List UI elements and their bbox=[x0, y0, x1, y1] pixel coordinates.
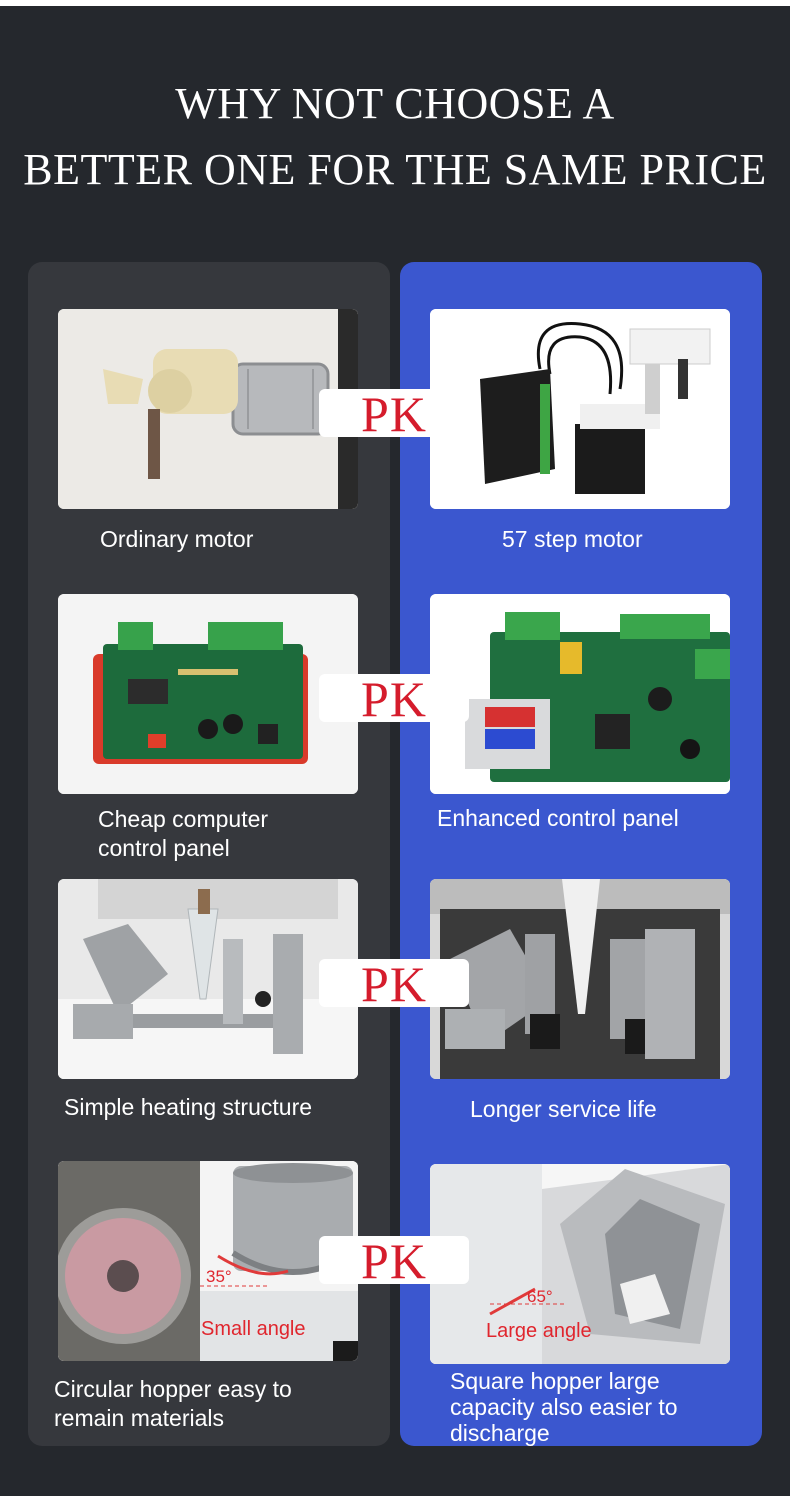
small-angle-label: Small angle bbox=[201, 1318, 306, 1340]
circular-hopper-photo bbox=[58, 1161, 358, 1361]
simple-heating-photo bbox=[58, 879, 358, 1079]
step-motor-photo bbox=[430, 309, 730, 509]
page-background: WHY NOT CHOOSE A BETTER ONE FOR THE SAME… bbox=[0, 6, 790, 1496]
pk-badge-1: PK bbox=[319, 389, 469, 439]
longer-service-caption: Longer service life bbox=[470, 1096, 657, 1122]
large-angle-label: Large angle bbox=[486, 1320, 592, 1342]
enhanced-control-caption: Enhanced control panel bbox=[437, 805, 679, 831]
square-hopper-photo bbox=[430, 1164, 730, 1364]
pk-badge-3: PK bbox=[319, 959, 469, 1009]
simple-heating-caption: Simple heating structure bbox=[64, 1094, 313, 1120]
step-motor-caption: 57 step motor bbox=[502, 526, 643, 552]
large-angle-degree: 65° bbox=[527, 1287, 553, 1306]
enhanced-control-board-photo bbox=[430, 594, 730, 794]
ordinary-motor-caption: Ordinary motor bbox=[100, 526, 254, 552]
pk-badge-4: PK bbox=[319, 1236, 469, 1286]
square-hopper-caption-line-2: capacity also easier to bbox=[450, 1394, 678, 1420]
cheap-control-board-photo bbox=[58, 594, 358, 794]
headline-line-1: WHY NOT CHOOSE A bbox=[175, 79, 615, 128]
cheap-control-caption-line-1: Cheap computer bbox=[98, 806, 269, 832]
cheap-control-caption-line-2: control panel bbox=[98, 835, 230, 861]
circular-hopper-caption-line-2: remain materials bbox=[54, 1405, 224, 1431]
square-hopper-caption-line-1: Square hopper large bbox=[450, 1368, 660, 1394]
pk-badge-2: PK bbox=[319, 674, 469, 724]
ordinary-motor-photo bbox=[58, 309, 358, 509]
headline-line-2: BETTER ONE FOR THE SAME PRICE bbox=[23, 145, 767, 194]
heating-jaws-photo bbox=[430, 879, 730, 1079]
small-angle-degree: 35° bbox=[206, 1267, 232, 1286]
circular-hopper-caption-line-1: Circular hopper easy to bbox=[54, 1376, 292, 1402]
square-hopper-caption-line-3: discharge bbox=[450, 1420, 550, 1446]
